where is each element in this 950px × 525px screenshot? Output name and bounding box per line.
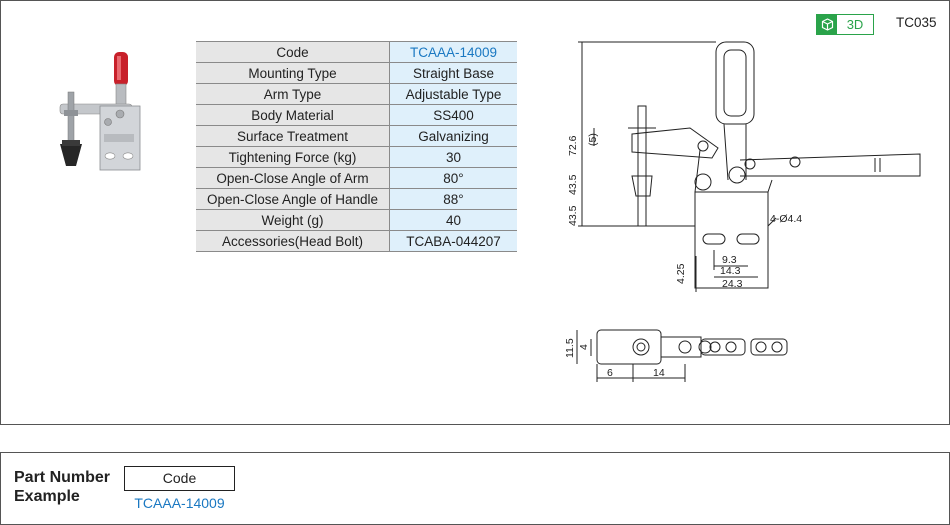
dim-width-2: 14.3	[720, 265, 741, 277]
table-row: Arm Type Adjustable Type	[196, 83, 517, 105]
part-number-code-label: Code	[124, 466, 235, 491]
dim-bolt-offset: (5)	[587, 133, 599, 146]
dim-holes: 4-Ø4.4	[770, 213, 802, 225]
table-row: Open-Close Angle of Handle 88°	[196, 188, 517, 210]
3d-view-button[interactable]: 3D	[816, 14, 874, 35]
spec-key: Body Material	[196, 104, 390, 126]
part-number-title: Part Number Example	[14, 468, 110, 506]
plan-view-drawing: 11.5 4 6 14	[564, 329, 788, 382]
table-row: Code TCAAA-14009	[196, 41, 517, 63]
spec-key: Surface Treatment	[196, 125, 390, 147]
spec-value: Galvanizing	[389, 125, 517, 147]
dim-plan-h1: 11.5	[564, 338, 576, 358]
dim-plan-x2: 14	[653, 367, 665, 379]
cube-icon	[817, 15, 837, 34]
dim-width-3: 24.3	[722, 278, 743, 290]
spec-table: Code TCAAA-14009 Mounting Type Straight …	[196, 41, 517, 252]
spec-value: Straight Base	[389, 62, 517, 84]
table-row: Accessories(Head Bolt) TCABA-044207	[196, 230, 517, 252]
dim-height-b: 43.5	[567, 205, 579, 226]
spec-key: Open-Close Angle of Arm	[196, 167, 390, 189]
spec-key: Weight (g)	[196, 209, 390, 231]
spec-key: Arm Type	[196, 83, 390, 105]
part-number-title-line2: Example	[14, 488, 80, 505]
spec-value-code[interactable]: TCAAA-14009	[389, 41, 517, 63]
table-row: Surface Treatment Galvanizing	[196, 125, 517, 147]
spec-value: 80°	[389, 167, 517, 189]
table-row: Weight (g) 40	[196, 209, 517, 231]
part-number-code-link[interactable]: TCAAA-14009	[134, 495, 225, 511]
3d-label: 3D	[846, 17, 864, 32]
table-row: Tightening Force (kg) 30	[196, 146, 517, 168]
spec-key: Code	[196, 41, 390, 63]
spec-value: 40	[389, 209, 517, 231]
series-code: TC035	[896, 15, 937, 30]
spec-key: Open-Close Angle of Handle	[196, 188, 390, 210]
spec-value: 30	[389, 146, 517, 168]
spec-value: 88°	[389, 188, 517, 210]
table-row: Open-Close Angle of Arm 80°	[196, 167, 517, 189]
dim-base-height: 4.25	[675, 263, 687, 284]
table-row: Body Material SS400	[196, 104, 517, 126]
dim-width-1: 9.3	[722, 254, 737, 266]
dim-total-height: 72.6	[567, 135, 579, 156]
spec-value: SS400	[389, 104, 517, 126]
dim-plan-h2: 4	[578, 344, 590, 350]
dim-height-a: 43.5	[567, 174, 579, 195]
product-photo	[59, 52, 141, 171]
side-view-drawing: 72.6 (5) 43.5 43.5 4-Ø4.4 4.25 9.3 14.3 …	[567, 41, 921, 292]
spec-value: TCABA-044207	[389, 230, 517, 252]
spec-key: Mounting Type	[196, 62, 390, 84]
spec-value: Adjustable Type	[389, 83, 517, 105]
spec-key: Accessories(Head Bolt)	[196, 230, 390, 252]
table-row: Mounting Type Straight Base	[196, 62, 517, 84]
part-number-title-line1: Part Number	[14, 469, 111, 486]
spec-key: Tightening Force (kg)	[196, 146, 390, 168]
dim-plan-x1: 6	[607, 367, 613, 379]
